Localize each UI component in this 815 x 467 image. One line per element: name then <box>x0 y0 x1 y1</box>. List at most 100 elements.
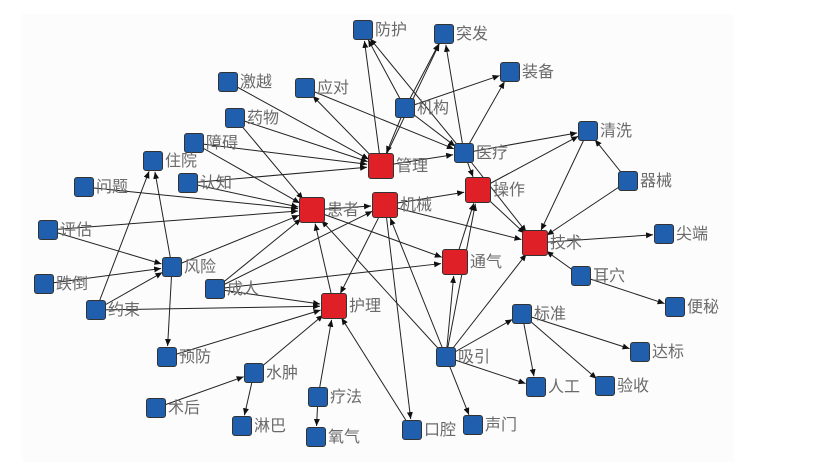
node-认知[interactable] <box>178 173 198 193</box>
node-防护[interactable] <box>353 20 373 40</box>
node-风险[interactable] <box>162 257 182 277</box>
core-node-机械[interactable] <box>372 192 398 218</box>
edge-操作-清洗 <box>477 135 579 191</box>
edge-应对-医疗 <box>304 87 455 150</box>
node-验收[interactable] <box>595 376 615 396</box>
node-label: 技术 <box>550 233 583 252</box>
node-label: 管理 <box>396 156 429 175</box>
node-约束[interactable] <box>86 300 106 320</box>
node-声门[interactable] <box>463 415 483 435</box>
node-label: 激越 <box>240 72 273 91</box>
edge-药物-患者 <box>234 117 304 200</box>
node-机构[interactable] <box>395 98 415 118</box>
node-label: 预防 <box>179 347 212 366</box>
edge-认知-患者 <box>187 182 299 209</box>
edge-清洗-技术 <box>540 130 589 231</box>
node-突发[interactable] <box>434 24 454 44</box>
node-label: 通气 <box>470 252 503 271</box>
node-label: 操作 <box>493 180 526 199</box>
node-氧气[interactable] <box>306 427 326 447</box>
node-装备[interactable] <box>500 62 520 82</box>
edge-吸引-技术 <box>445 253 527 358</box>
node-成人[interactable] <box>205 279 225 299</box>
edge-评估-风险 <box>47 229 162 265</box>
edge-机械-护理 <box>339 204 386 294</box>
edge-激越-管理 <box>227 81 369 160</box>
edge-成人-患者 <box>214 218 302 290</box>
node-吸引[interactable] <box>436 347 456 367</box>
edge-机构-装备 <box>404 74 500 109</box>
edge-约束-护理 <box>95 303 321 311</box>
node-label: 人工 <box>548 377 581 396</box>
node-label: 验收 <box>617 376 650 395</box>
node-药物[interactable] <box>225 108 245 128</box>
node-label: 住院 <box>165 151 198 170</box>
node-人工[interactable] <box>526 377 546 397</box>
node-label: 便秘 <box>687 297 720 316</box>
edge-风险-预防 <box>165 266 173 347</box>
edge-机械-操作 <box>384 190 465 206</box>
edge-吸引-人工 <box>445 356 526 385</box>
core-node-技术[interactable] <box>522 230 548 256</box>
node-预防[interactable] <box>157 347 177 367</box>
core-node-患者[interactable] <box>299 197 325 223</box>
diagram-canvas <box>22 14 734 462</box>
node-label: 护理 <box>349 296 382 315</box>
node-label: 突发 <box>456 24 489 43</box>
core-node-护理[interactable] <box>321 293 347 319</box>
node-器械[interactable] <box>618 171 638 191</box>
node-问题[interactable] <box>74 177 94 197</box>
node-达标[interactable] <box>630 342 650 362</box>
node-水肿[interactable] <box>244 363 264 383</box>
edge-机械-技术 <box>384 204 522 241</box>
node-label: 药物 <box>247 108 280 127</box>
node-label: 清洗 <box>600 121 633 140</box>
node-label: 疗法 <box>330 387 363 406</box>
node-label: 患者 <box>327 200 360 219</box>
edge-医疗-防护 <box>369 38 465 154</box>
node-耳穴[interactable] <box>571 266 591 286</box>
node-评估[interactable] <box>38 220 58 240</box>
core-node-管理[interactable] <box>368 153 394 179</box>
node-label: 氧气 <box>328 427 361 446</box>
core-node-通气[interactable] <box>442 249 468 275</box>
edge-吸引-患者 <box>321 220 447 358</box>
edge-成人-通气 <box>214 261 442 290</box>
edge-标准-人工 <box>521 313 536 377</box>
node-障碍[interactable] <box>184 133 204 153</box>
node-清洗[interactable] <box>578 121 598 141</box>
node-医疗[interactable] <box>454 143 474 163</box>
node-label: 机构 <box>417 98 450 117</box>
edge-药物-管理 <box>234 117 368 163</box>
node-label: 耳穴 <box>593 266 626 285</box>
edge-技术-尖端 <box>534 232 654 244</box>
node-应对[interactable] <box>295 78 315 98</box>
node-标准[interactable] <box>512 304 532 324</box>
node-便秘[interactable] <box>665 297 685 317</box>
edge-器械-技术 <box>546 180 629 236</box>
node-尖端[interactable] <box>654 224 674 244</box>
node-住院[interactable] <box>143 151 163 171</box>
node-淋巴[interactable] <box>232 416 252 436</box>
node-口腔[interactable] <box>402 420 422 440</box>
edge-护理-患者 <box>313 223 335 307</box>
edge-水肿-护理 <box>253 314 324 374</box>
edge-吸引-机械 <box>389 217 447 358</box>
edge-跌倒-风险 <box>43 266 162 285</box>
node-术后[interactable] <box>146 398 166 418</box>
node-疗法[interactable] <box>308 387 328 407</box>
edge-评估-患者 <box>47 208 299 231</box>
edge-术后-水肿 <box>155 376 244 409</box>
node-label: 跌倒 <box>56 274 89 293</box>
node-跌倒[interactable] <box>34 274 54 294</box>
edge-医疗-技术 <box>463 152 527 233</box>
node-激越[interactable] <box>218 72 238 92</box>
edge-机械-口腔 <box>384 204 413 420</box>
node-label: 术后 <box>168 398 201 417</box>
node-label: 声门 <box>485 415 518 434</box>
core-node-操作[interactable] <box>465 177 491 203</box>
node-label: 约束 <box>108 300 141 319</box>
node-label: 尖端 <box>676 224 709 243</box>
